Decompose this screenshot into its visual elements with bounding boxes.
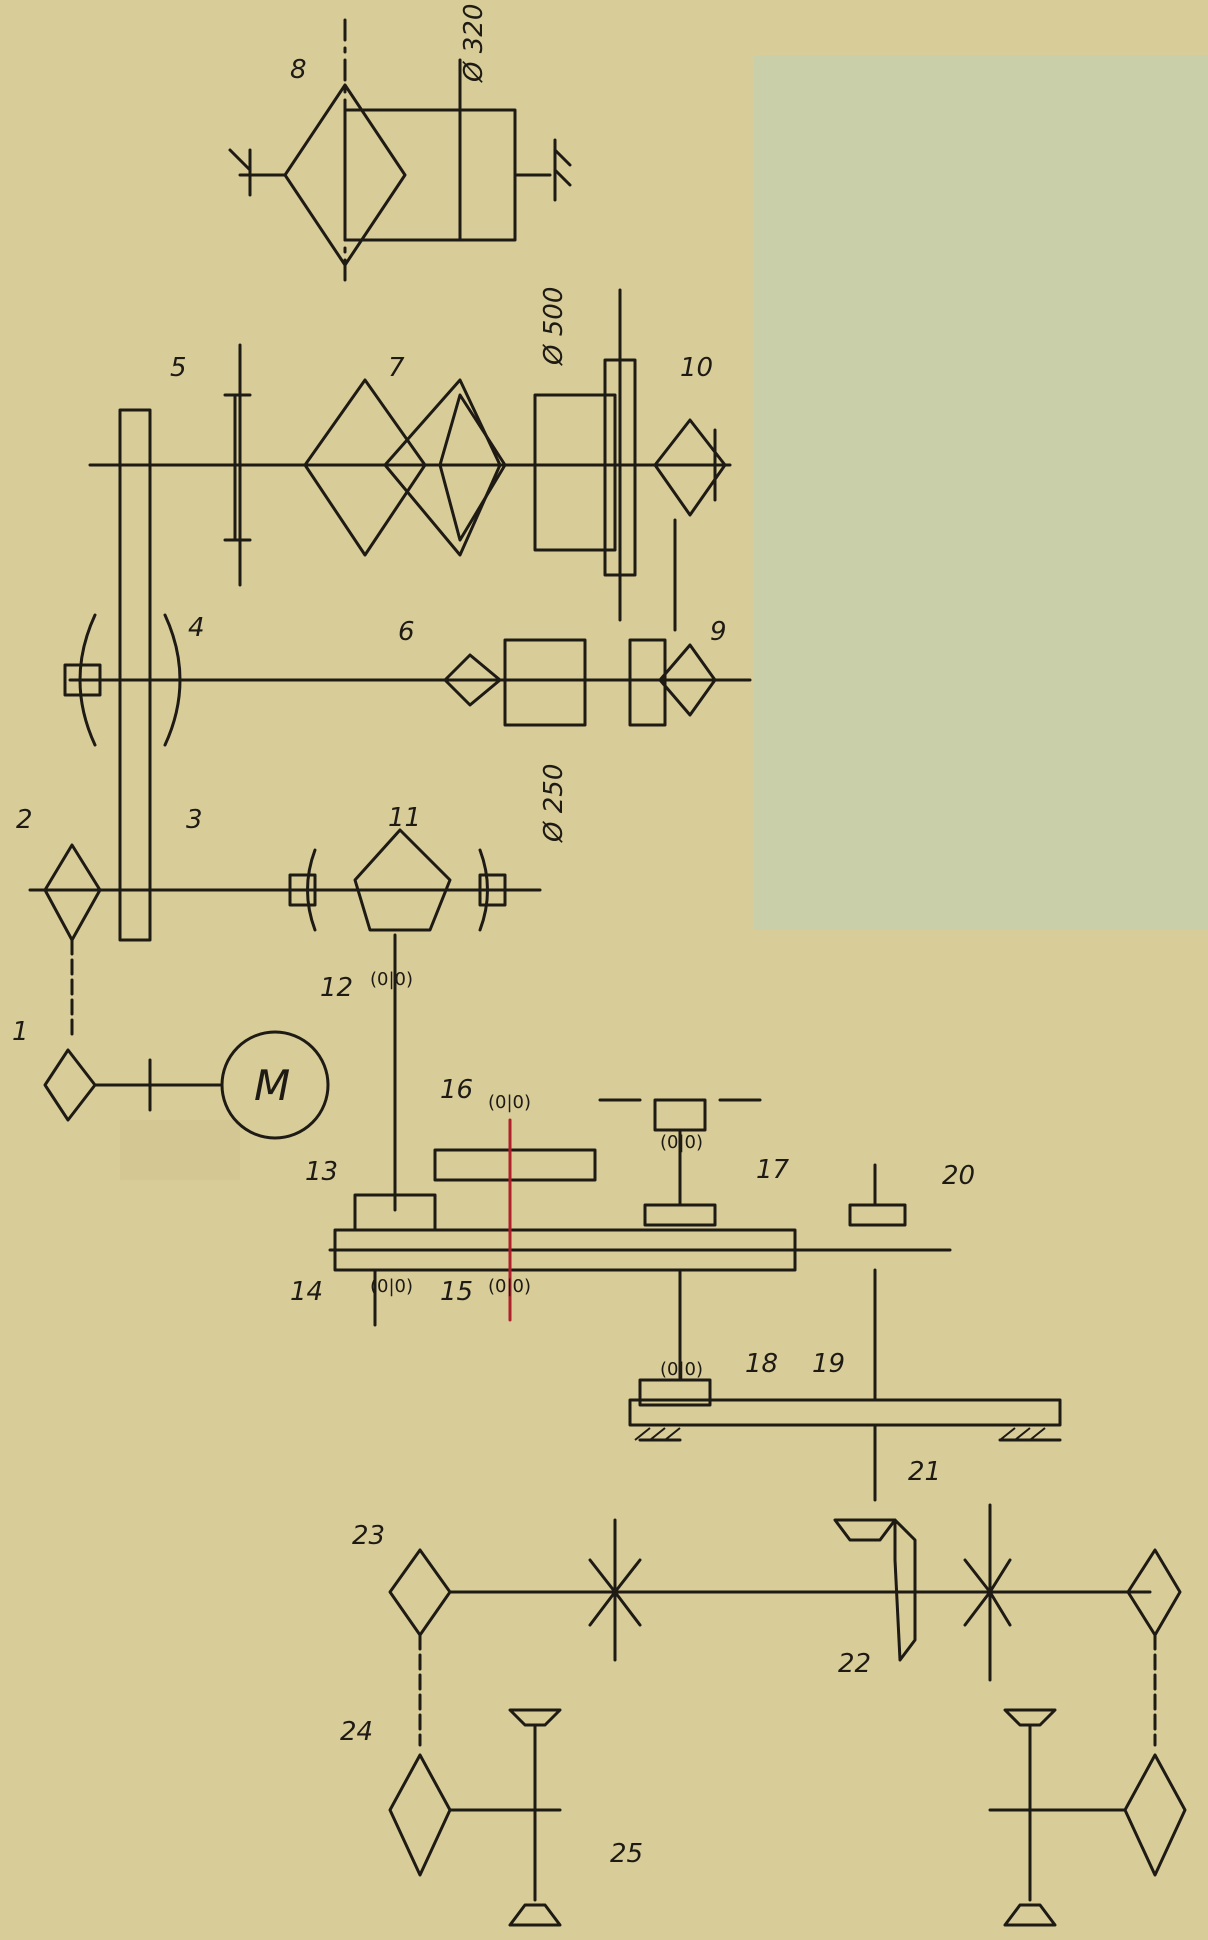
label-22: 22 — [838, 1649, 871, 1679]
label-3: 3 — [186, 805, 203, 835]
motor-label: M — [254, 1061, 290, 1110]
label-4: 4 — [188, 613, 205, 643]
pulley-8 — [228, 18, 572, 287]
gear-train-13-20 — [328, 1098, 1062, 1502]
label-8: 8 — [290, 55, 307, 85]
label-1: 1 — [12, 1017, 29, 1047]
label-5: 5 — [170, 353, 187, 383]
part-labels: 1 2 3 4 5 6 7 8 9 10 11 12 13 14 15 16 1… — [12, 55, 975, 1869]
label-2: 2 — [16, 805, 33, 835]
label-21: 21 — [908, 1457, 941, 1487]
bearing-mark: (0|0) — [660, 1132, 703, 1153]
lower-left-assembly — [28, 828, 542, 1212]
label-24: 24 — [340, 1717, 373, 1747]
dimension-labels: Ø 320 Ø 500 Ø 250 — [459, 4, 569, 843]
bottom-shaft-assembly — [388, 1503, 1187, 1927]
label-6: 6 — [398, 617, 415, 647]
label-7: 7 — [388, 353, 405, 383]
middle-shaft-assembly — [63, 613, 752, 747]
label-25: 25 — [610, 1839, 643, 1869]
label-12: 12 — [320, 973, 353, 1003]
label-20: 20 — [942, 1161, 975, 1191]
label-11: 11 — [388, 803, 421, 833]
label-15: 15 — [440, 1277, 473, 1307]
label-16: 16 — [440, 1075, 473, 1105]
bearing-mark: (0|0) — [488, 1092, 531, 1113]
bearing-mark: (0|0) — [370, 1276, 413, 1297]
dimension-d500: Ø 500 — [539, 287, 569, 366]
upper-shaft-assembly — [88, 288, 732, 942]
paper-stain — [120, 1120, 240, 1180]
label-19: 19 — [812, 1349, 845, 1379]
ground-hatching — [634, 1427, 1046, 1441]
label-9: 9 — [710, 617, 727, 647]
bearing-mark: (0|0) — [370, 969, 413, 990]
redacted-panel — [754, 55, 1208, 930]
bearing-mark: (0|0) — [660, 1359, 703, 1380]
label-17: 17 — [756, 1155, 790, 1185]
label-10: 10 — [680, 353, 713, 383]
label-18: 18 — [745, 1349, 778, 1379]
label-14: 14 — [290, 1277, 323, 1307]
label-23: 23 — [352, 1521, 385, 1551]
bearing-marks: (0|0) (0|0) (0|0) (0|0) (0|0) (0|0) — [370, 969, 703, 1380]
bearing-mark: (0|0) — [488, 1276, 531, 1297]
label-13: 13 — [305, 1157, 338, 1187]
dimension-d320: Ø 320 — [459, 4, 489, 83]
dimension-d250: Ø 250 — [539, 764, 569, 843]
